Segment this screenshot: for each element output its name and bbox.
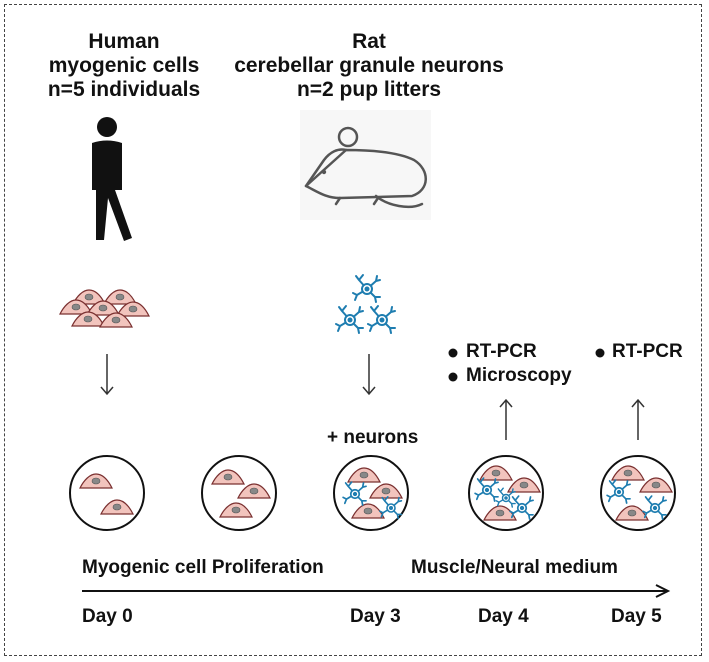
culture-dish-icon xyxy=(468,455,544,531)
phase-proliferation: Myogenic cell Proliferation xyxy=(82,557,324,578)
human-title: Human myogenic cells n=5 individuals xyxy=(47,30,201,101)
analysis-day5-rtpcr: RT-PCR xyxy=(612,341,683,362)
phase-coculture-medium: Muscle/Neural medium xyxy=(411,557,618,578)
day-5-label: Day 5 xyxy=(611,606,662,627)
day-4-label: Day 4 xyxy=(478,606,529,627)
arrow-up-icon xyxy=(631,398,645,440)
culture-dish-icon xyxy=(600,455,676,531)
timeline-arrow xyxy=(82,584,671,598)
culture-dish-icon xyxy=(201,455,277,531)
rat-title: Rat cerebellar granule neurons n=2 pup l… xyxy=(234,30,504,101)
bullet-microscopy-day4 xyxy=(448,372,458,382)
myogenic-cells-icon xyxy=(59,289,150,328)
human-figure-icon xyxy=(92,117,132,241)
add-neurons-label: + neurons xyxy=(327,427,419,448)
arrow-up-icon xyxy=(499,398,513,440)
arrow-down-icon xyxy=(362,354,376,396)
culture-dish-icon xyxy=(69,455,145,531)
culture-dish-icon xyxy=(333,455,409,531)
day-0-label: Day 0 xyxy=(82,606,133,627)
rat-icon xyxy=(300,110,431,220)
arrow-down-icon xyxy=(100,354,114,396)
analysis-day4-rtpcr: RT-PCR xyxy=(466,341,537,362)
analysis-day4-microscopy: Microscopy xyxy=(466,365,572,386)
bullet-rtpcr-day4 xyxy=(448,348,458,358)
neurons-icon xyxy=(335,274,396,334)
figure-frame xyxy=(4,4,702,656)
bullet-rtpcr-day5 xyxy=(595,348,605,358)
day-3-label: Day 3 xyxy=(350,606,401,627)
